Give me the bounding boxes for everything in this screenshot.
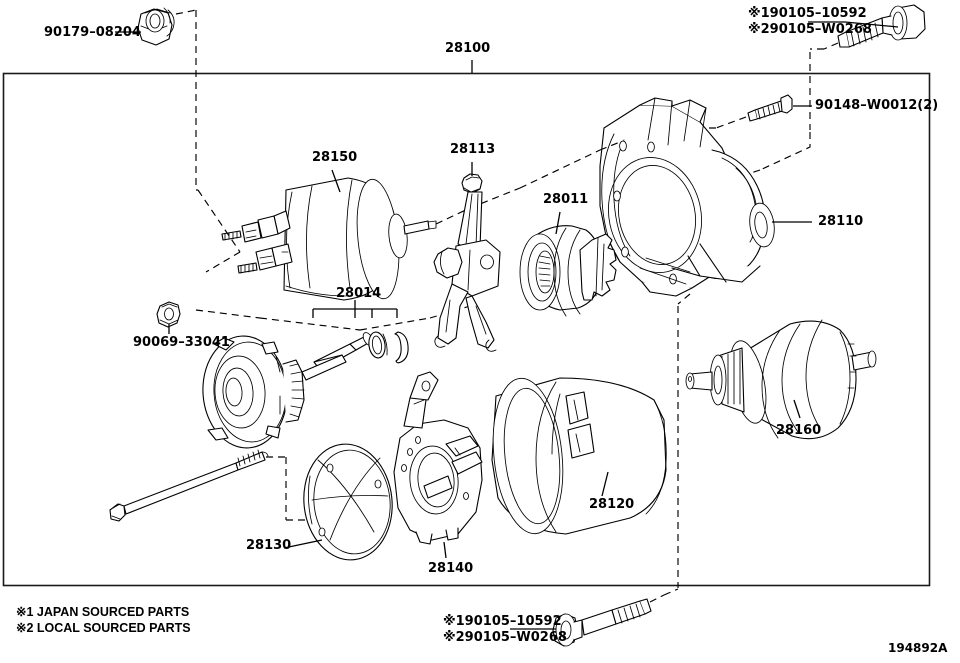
label-90148-W0012: 90148–W0012(2) <box>815 98 939 113</box>
dash-axis-low <box>195 305 471 331</box>
part-nut-90069-33041 <box>156 301 181 328</box>
label-28130: 28130 <box>246 538 292 553</box>
diagram-frame <box>2 72 931 587</box>
part-end-cover-28130 <box>303 443 393 561</box>
dash-axis-mid <box>435 141 621 225</box>
part-field-frame-28120 <box>491 377 667 535</box>
legend-note-japan-sourced: ※1 JAPAN SOURCED PARTS <box>16 605 190 619</box>
label-90179-08204: 90179–08204 <box>44 25 141 40</box>
label-28011: 28011 <box>543 192 589 207</box>
leader-28140 <box>443 541 447 559</box>
label-90105-10592-bottom: ※190105–10592 <box>443 614 562 629</box>
leader-28120 <box>601 471 609 497</box>
label-28120: 28120 <box>589 497 635 512</box>
part-bolt-bottom <box>552 598 652 647</box>
dash-nut-to-solenoid <box>175 9 197 20</box>
label-90105-10592-top: ※190105–10592 <box>748 6 867 21</box>
part-brush-holder-28140 <box>393 371 483 545</box>
legend-note-local-sourced: ※2 LOCAL SOURCED PARTS <box>16 621 191 635</box>
label-28110: 28110 <box>818 214 864 229</box>
leader-28160 <box>793 399 801 419</box>
part-magnetic-switch-28150 <box>221 177 437 301</box>
label-28100: 28100 <box>445 41 491 56</box>
leader-28130 <box>283 539 323 549</box>
dash-housing-to-bottom <box>677 293 691 305</box>
dash-solenoid-axis <box>196 189 241 273</box>
part-armature-28160 <box>685 319 877 440</box>
part-drive-housing-28110 <box>599 97 775 297</box>
dash-bolt-tr-down <box>810 42 839 50</box>
label-28160: 28160 <box>776 423 822 438</box>
label-90105-W0268-bottom: ※290105–W0268 <box>443 630 567 645</box>
dash-bolt-bottom-up <box>649 588 679 603</box>
figure-id: 194892A <box>888 641 948 655</box>
label-28113: 28113 <box>450 142 496 157</box>
label-28140: 28140 <box>428 561 474 576</box>
part-through-bolt <box>109 449 269 522</box>
label-28014: 28014 <box>336 286 382 301</box>
label-90105-W0268-top: ※290105–W0268 <box>748 22 872 37</box>
part-nut-90179-08204 <box>137 7 175 46</box>
label-90069-33041: 90069–33041 <box>133 335 230 350</box>
leader-28150 <box>331 169 341 193</box>
part-reduction-gear-assembly <box>202 335 347 449</box>
part-shaft-kit-28014 <box>312 300 409 371</box>
leader-28011 <box>555 211 561 235</box>
label-28150: 28150 <box>312 150 358 165</box>
part-bolt-90148-W0012 <box>747 94 793 122</box>
part-starter-clutch-28011 <box>519 225 617 317</box>
part-shift-lever-28113 <box>433 173 501 352</box>
leader-bolt-top-right <box>844 21 899 28</box>
dash-housing-right-branch <box>741 132 811 177</box>
